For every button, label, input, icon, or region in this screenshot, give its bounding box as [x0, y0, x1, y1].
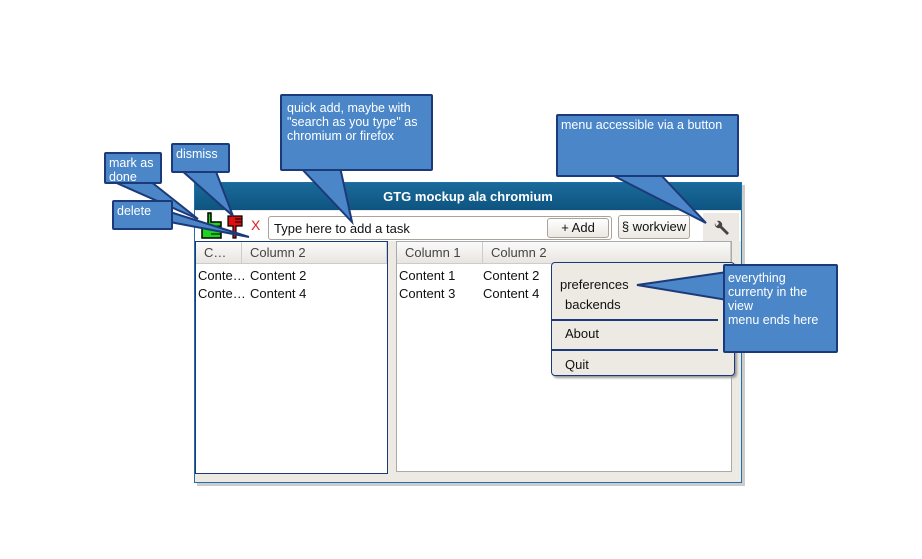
menu-separator	[552, 349, 718, 351]
menu-separator	[552, 319, 718, 321]
thumbs-down-icon[interactable]	[226, 214, 244, 240]
workview-button[interactable]: § workview	[618, 215, 690, 239]
callout-menu-note: everything currenty in the view menu end…	[723, 264, 838, 353]
callout-menu-button: menu accessible via a button	[556, 114, 739, 177]
wrench-icon	[714, 220, 729, 235]
pointer-delete	[169, 210, 250, 238]
callout-dismiss: dismiss	[171, 143, 230, 173]
cell: Content 4	[483, 286, 540, 301]
add-button[interactable]: + Add	[547, 218, 609, 238]
pointer-menu	[609, 173, 707, 224]
delete-button[interactable]: X	[251, 217, 261, 233]
column-header[interactable]: Column 1	[397, 242, 483, 264]
cell: Conte…	[198, 268, 246, 283]
menu-item-about[interactable]: About	[565, 326, 599, 341]
cell: Content 2	[250, 268, 307, 283]
toolbar: X Type here to add a task + Add § workvi…	[195, 211, 741, 241]
cell: Content 3	[399, 286, 456, 301]
menu-item-backends[interactable]: backends	[565, 297, 621, 312]
callout-quick-add: quick add, maybe with "search as you typ…	[280, 94, 433, 171]
cell: Content 2	[483, 268, 540, 283]
cell: Conte…	[198, 286, 246, 301]
menu-button[interactable]	[703, 213, 739, 241]
menu-item-quit[interactable]: Quit	[565, 357, 589, 372]
column-header[interactable]: Column 2	[242, 242, 387, 264]
menu-item-preferences[interactable]: preferences	[560, 277, 629, 292]
pointer-menu-note	[636, 270, 728, 302]
column-header[interactable]: C…	[196, 242, 242, 264]
quick-add-input[interactable]: Type here to add a task + Add	[268, 216, 612, 240]
pointer-quick-add	[297, 166, 354, 226]
pointer-dismiss	[177, 168, 234, 217]
cell: Content 4	[250, 286, 307, 301]
quick-add-placeholder: Type here to add a task	[274, 221, 410, 236]
callout-mark-done: mark as done	[104, 152, 162, 184]
callout-delete: delete	[112, 200, 173, 230]
left-task-list[interactable]: C… Column 2 Conte… Content 2 Conte… Cont…	[195, 241, 388, 474]
cell: Content 1	[399, 268, 456, 283]
